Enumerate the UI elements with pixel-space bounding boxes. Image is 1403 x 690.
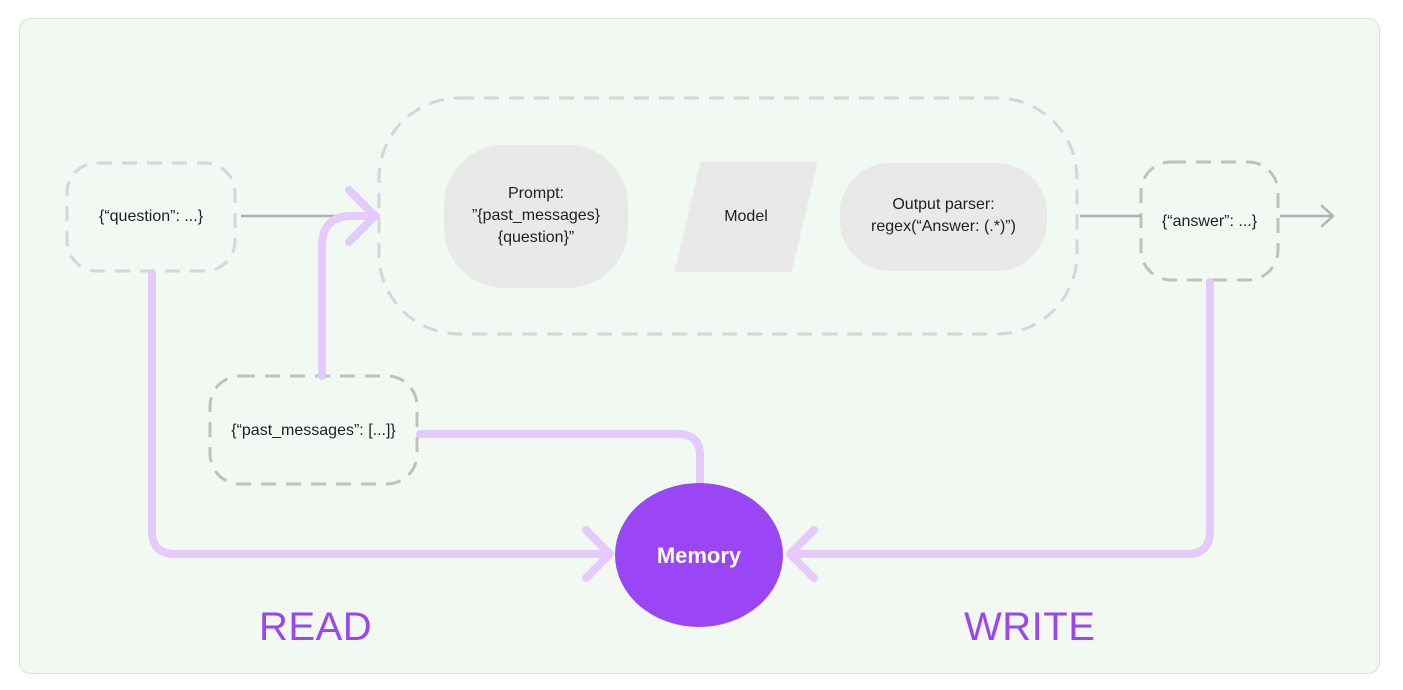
output-parser-regex: regex(“Answer: (.*)”) bbox=[871, 218, 1016, 235]
output-parser-label: Output parser: regex(“Answer: (.*)”) bbox=[840, 194, 1047, 238]
question-input-label: {“question”: ...} bbox=[98, 208, 204, 225]
answer-output-label: {“answer”: ...} bbox=[1161, 213, 1258, 230]
prompt-title: Prompt: bbox=[507, 185, 564, 202]
memory-label: Memory bbox=[656, 543, 742, 568]
question-to-memory-path bbox=[148, 269, 610, 558]
prompt-template-line1: ”{past_messages} bbox=[471, 207, 601, 224]
prompt-template-line2: {question}” bbox=[497, 229, 575, 246]
past-messages-box bbox=[208, 374, 419, 486]
answer-output-arrowhead bbox=[1320, 204, 1335, 228]
answer-to-memory-path bbox=[786, 278, 1214, 558]
prompt-label: Prompt: ”{past_messages} {question}” bbox=[444, 183, 628, 249]
past-messages-to-chain-path bbox=[318, 212, 380, 380]
output-parser-node bbox=[840, 163, 1047, 271]
chain-entry-arrowhead bbox=[345, 186, 379, 246]
model-label: Model bbox=[724, 208, 768, 225]
answer-box bbox=[1139, 160, 1280, 282]
output-parser-title: Output parser: bbox=[892, 196, 995, 213]
past-messages-label: {“past_messages”: [...]} bbox=[231, 422, 396, 439]
read-arrowhead bbox=[582, 526, 614, 582]
model-node bbox=[675, 162, 817, 272]
memory-node bbox=[615, 483, 783, 627]
memory-to-past-messages-path bbox=[416, 430, 704, 492]
read-label: READ bbox=[259, 605, 373, 649]
write-arrowhead bbox=[786, 526, 818, 582]
prompt-node bbox=[444, 145, 628, 288]
chain-container bbox=[377, 96, 1079, 336]
write-label: WRITE bbox=[964, 605, 1096, 649]
